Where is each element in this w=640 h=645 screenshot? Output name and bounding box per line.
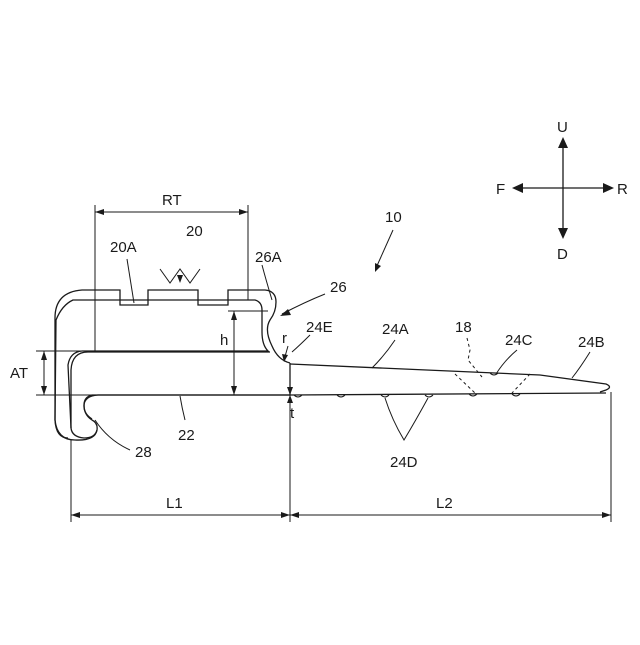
- l2-arrow-left: [290, 512, 299, 518]
- front-arrow-icon: [512, 183, 523, 193]
- label-24B: 24B: [578, 334, 605, 351]
- label-24A: 24A: [382, 321, 409, 338]
- leader-24A: [372, 340, 395, 368]
- l2-arrow-right: [602, 512, 611, 518]
- hook-cavity: [84, 395, 290, 419]
- label-h: h: [220, 332, 228, 349]
- label-20A: 20A: [110, 239, 137, 256]
- label-26A: 26A: [255, 249, 282, 266]
- label-18: 18: [455, 319, 472, 336]
- groove-3: [381, 395, 389, 397]
- t-arrow-top: [287, 387, 293, 395]
- leader-20A: [127, 259, 134, 303]
- leader-22: [180, 396, 185, 420]
- l1-arrow-left: [71, 512, 80, 518]
- label-t: t: [290, 405, 295, 422]
- label-dir-down: D: [557, 246, 568, 263]
- label-dir-rear: R: [617, 181, 628, 198]
- at-arrow-bottom: [41, 386, 47, 395]
- t-arrow-bottom: [287, 395, 293, 403]
- leader-28: [95, 420, 130, 450]
- label-dir-up: U: [557, 119, 568, 136]
- leader-24C: [496, 350, 517, 374]
- label-RT: RT: [162, 192, 182, 209]
- label-24C: 24C: [505, 332, 533, 349]
- arrow-20: [177, 275, 183, 283]
- direction-compass: U D F R: [496, 119, 628, 263]
- dashed-line-18c: [467, 338, 482, 377]
- strip-upper-edge: [290, 364, 610, 392]
- leader-24B: [572, 352, 590, 378]
- leader-26A: [262, 265, 272, 300]
- part-outline: [55, 290, 290, 438]
- label-20: 20: [186, 223, 203, 240]
- label-dir-front: F: [496, 181, 505, 198]
- label-L1: L1: [166, 495, 183, 512]
- label-24E: 24E: [306, 319, 333, 336]
- label-24D: 24D: [390, 454, 418, 471]
- groove-4: [425, 395, 433, 397]
- up-arrow-icon: [558, 137, 568, 148]
- rt-arrow-left: [95, 209, 104, 215]
- rear-arrow-icon: [603, 183, 614, 193]
- leader-10: [376, 230, 393, 268]
- label-10: 10: [385, 209, 402, 226]
- h-arrow-bottom: [231, 386, 237, 395]
- dashed-line-18a: [455, 374, 475, 393]
- label-26: 26: [330, 279, 347, 296]
- groove-6: [512, 394, 520, 396]
- dashed-line-18b: [512, 374, 530, 393]
- leader-24E: [292, 335, 310, 352]
- label-22: 22: [178, 427, 195, 444]
- h-arrow-top: [231, 311, 237, 320]
- label-r: r: [282, 330, 287, 347]
- label-28: 28: [135, 444, 152, 461]
- inner-step: [71, 352, 270, 428]
- label-L2: L2: [436, 495, 453, 512]
- leader-24D: [385, 398, 428, 440]
- l1-arrow-right: [281, 512, 290, 518]
- at-arrow-top: [41, 351, 47, 360]
- down-arrow-icon: [558, 228, 568, 239]
- rt-arrow-right: [239, 209, 248, 215]
- label-AT: AT: [10, 365, 28, 382]
